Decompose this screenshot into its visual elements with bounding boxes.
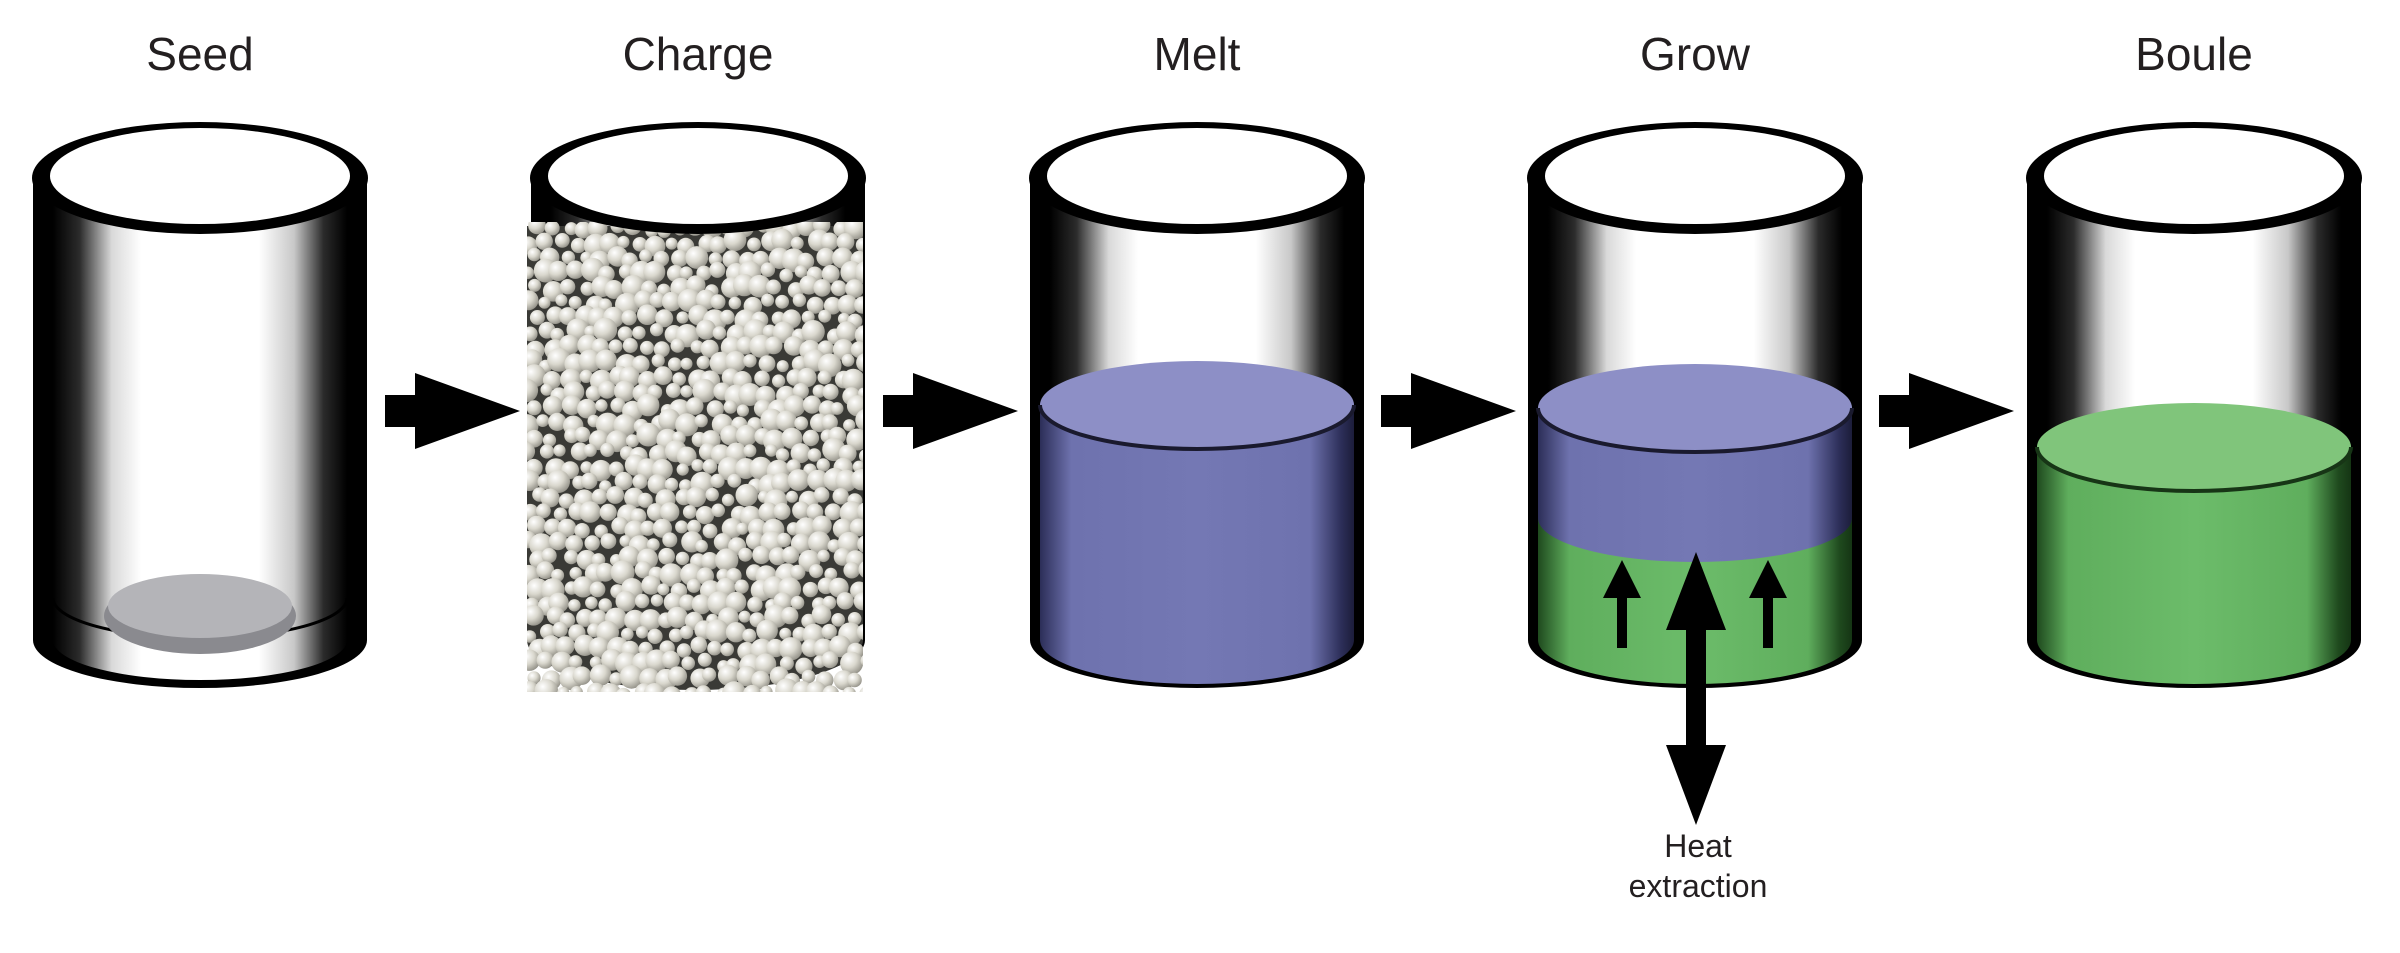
flow-arrow-2-icon — [883, 373, 1018, 449]
crucible-charge — [527, 122, 866, 692]
boule-crystal — [2037, 447, 2351, 684]
flow-arrow-4-icon — [1879, 373, 2014, 449]
crucible-melt — [1029, 122, 1365, 688]
crucible-boule — [2026, 122, 2362, 688]
step-label-charge: Charge — [623, 28, 774, 80]
melt-surface — [1040, 361, 1354, 449]
step-label-seed: Seed — [146, 28, 253, 80]
charge-beads-icon — [527, 222, 863, 692]
crucible-seed — [32, 122, 368, 688]
heat-extraction-label-line1: Heat — [1664, 828, 1732, 864]
flow-arrow-3-icon — [1381, 373, 1516, 449]
step-label-melt: Melt — [1154, 28, 1241, 80]
crucible-grow — [1527, 122, 1863, 825]
flow-arrow-1-icon — [385, 373, 520, 449]
heat-extraction-label-line2: extraction — [1629, 868, 1768, 904]
step-label-boule: Boule — [2135, 28, 2253, 80]
step-label-grow: Grow — [1640, 28, 1751, 80]
melt-liquid — [1040, 405, 1354, 684]
heat-extraction-arrows-icon — [1603, 552, 1787, 825]
